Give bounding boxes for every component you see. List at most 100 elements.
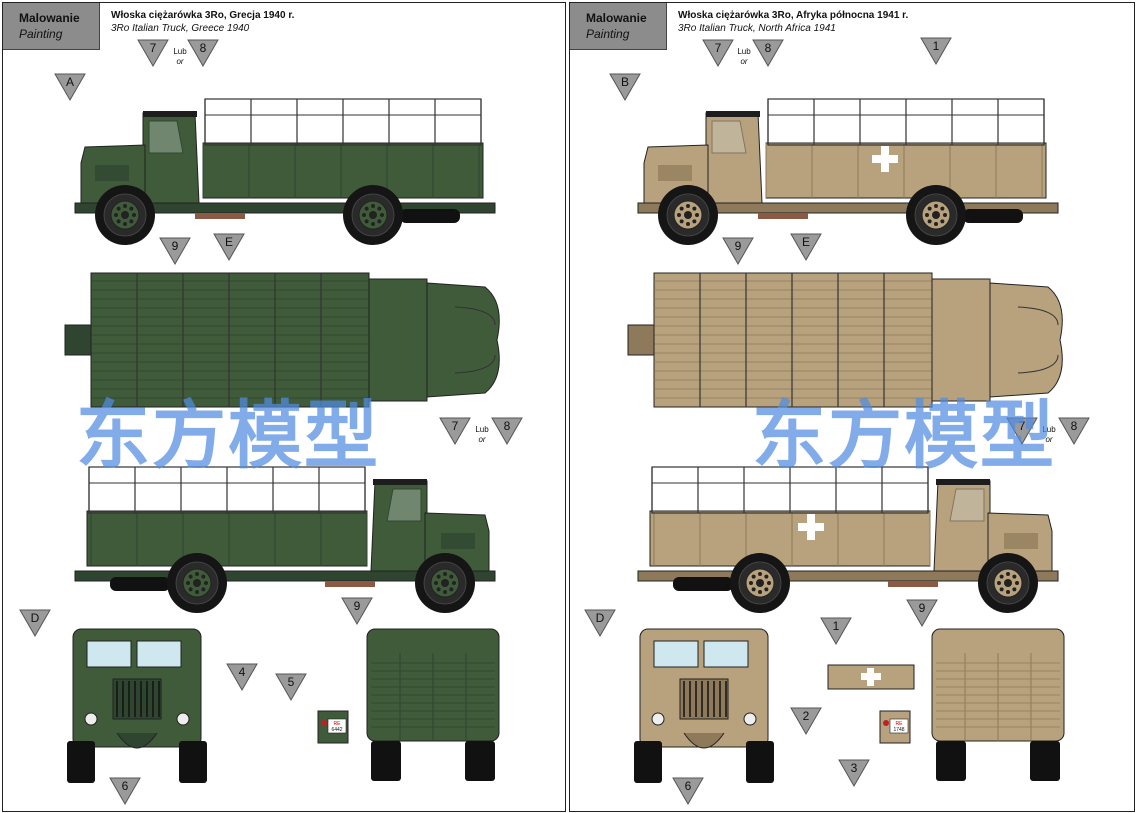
cab-roof-top [368, 278, 428, 402]
truck-top-view [64, 272, 500, 408]
callout-marker: 8 [752, 39, 784, 68]
hood-vents [1004, 533, 1038, 549]
callout-marker: E [213, 233, 245, 262]
plate-prefix: RE [334, 721, 342, 727]
marker-label: 8 [1071, 419, 1078, 433]
exhaust [758, 213, 808, 219]
fender [454, 354, 496, 374]
spare-tire [400, 209, 460, 223]
callout-marker: 6 [672, 777, 704, 806]
plate-number: 1748 [893, 727, 904, 733]
scheme-title: Włoska ciężarówka 3Ro, Afryka północna 1… [678, 10, 909, 21]
headlight-left [651, 712, 665, 726]
cargo-bed [649, 510, 931, 567]
cargo-bed [86, 510, 368, 567]
callout-marker: B [609, 73, 641, 102]
rear-wheel [730, 553, 790, 613]
spare-tire [110, 577, 170, 591]
marker-label: B [621, 75, 629, 89]
callout-marker: D [19, 609, 51, 638]
chassis [637, 570, 1059, 582]
truck-front-view [634, 628, 774, 783]
axle-housing [116, 732, 158, 749]
marker-label: 6 [685, 779, 692, 793]
tailgate-step [64, 324, 92, 356]
marker-label: 9 [354, 599, 361, 613]
front-wheel [95, 185, 155, 245]
callout-marker: 6 [109, 777, 141, 806]
marker-label: 8 [504, 419, 511, 433]
windshield-left [86, 640, 132, 668]
rear-tires-right [465, 741, 495, 781]
fender [454, 306, 496, 326]
rear-tires-left [936, 741, 966, 781]
rear-tires-right [1030, 741, 1060, 781]
callout-marker: 9 [159, 237, 191, 266]
truck-rear-view [931, 628, 1065, 781]
rear-tires-left [371, 741, 401, 781]
truck-side-view-left [74, 98, 496, 245]
marker-label: 3 [851, 761, 858, 775]
rear-wheel [167, 553, 227, 613]
number-plate [889, 718, 909, 734]
white-cross-marking [807, 514, 815, 540]
marker-label: 8 [200, 41, 207, 55]
windshield-right [703, 640, 749, 668]
plate-prefix: RE [896, 721, 904, 727]
callout-marker: 7 [702, 39, 734, 68]
truck-front-view [67, 628, 207, 783]
hood-vents [441, 533, 475, 549]
marker-label: 8 [765, 41, 772, 55]
callout-marker: 8 [1058, 417, 1090, 446]
tail-light [883, 720, 889, 726]
painting-tag: Malowanie Painting [570, 3, 667, 50]
callout-marker: 9 [906, 599, 938, 628]
chassis [74, 570, 496, 582]
cab-window [148, 120, 184, 154]
truck-side-view-left [637, 98, 1059, 245]
cargo-bed [765, 142, 1047, 199]
tag-label-en: Painting [19, 27, 63, 41]
or-label: or [478, 435, 485, 444]
callout-marker: 5 [275, 673, 307, 702]
marker-label: 5 [288, 675, 295, 689]
callout-marker: 7 [439, 417, 471, 446]
callout-marker: 1 [820, 617, 852, 646]
hood-vents [658, 165, 692, 181]
rear-wheel [343, 185, 403, 245]
lub-label: Lub [1042, 425, 1056, 434]
front-wheel [415, 553, 475, 613]
cab-roof-top [931, 278, 991, 402]
plate-number: 6442 [331, 727, 342, 733]
cargo-bed [202, 142, 484, 199]
marker-label: 9 [172, 239, 179, 253]
marker-label: 9 [735, 239, 742, 253]
callout-marker: 2 [790, 707, 822, 736]
fender [1017, 354, 1059, 374]
tail-light [321, 720, 327, 726]
hood-vents [95, 165, 129, 181]
watermark-text: 东方模型 [752, 393, 1056, 479]
exhaust [195, 213, 245, 219]
watermark-text: 东方模型 [76, 393, 380, 479]
marker-label: 1 [833, 619, 840, 633]
front-tire-right [179, 741, 207, 783]
headlight-right [176, 712, 190, 726]
tailgate-step [627, 324, 655, 356]
scheme-subtitle: 3Ro Italian Truck, Greece 1940 [111, 23, 250, 34]
marker-label: D [31, 611, 40, 625]
callout-marker: 4 [226, 663, 258, 692]
marker-label: 9 [919, 601, 926, 615]
axle-housing [683, 732, 725, 749]
radiator-grille [679, 678, 729, 720]
callout-marker: A [54, 73, 86, 102]
panel-north-africa: Malowanie Painting Włoska ciężarówka 3Ro… [569, 2, 1135, 812]
lub-label: Lub [475, 425, 489, 434]
marker-label: 7 [150, 41, 157, 55]
